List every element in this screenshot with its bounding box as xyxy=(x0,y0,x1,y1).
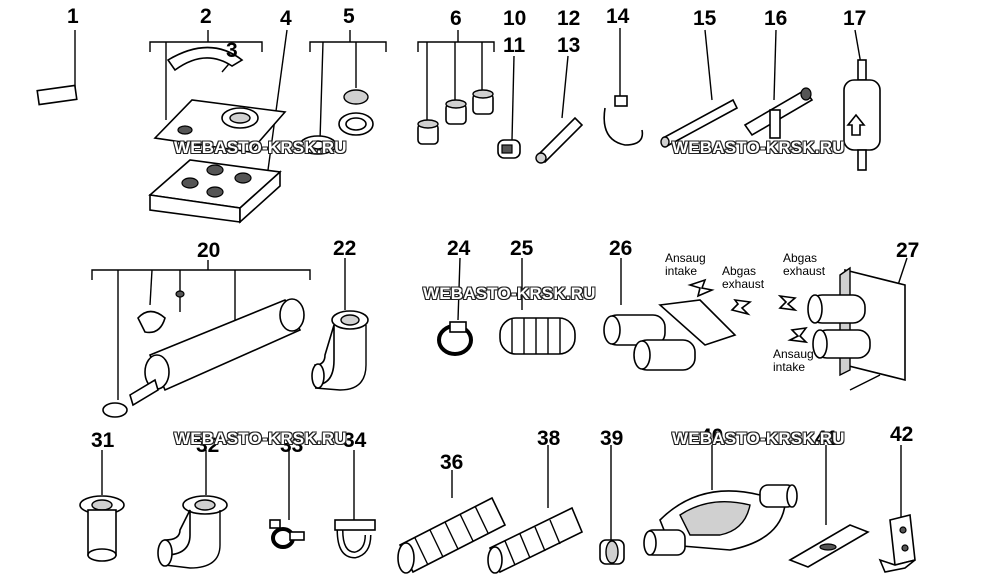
watermark: WEBASTO-KRSK.RU xyxy=(672,429,845,448)
abgas-label-26: Abgas xyxy=(722,264,757,278)
part-number-40: 40 xyxy=(700,425,724,448)
t-piece xyxy=(743,87,814,139)
part-number-1: 1 xyxy=(67,5,79,28)
flexible-exhaust-pipe xyxy=(397,496,507,574)
short-tube xyxy=(535,116,584,164)
part-number-14: 14 xyxy=(606,5,630,28)
part-number-24: 24 xyxy=(447,237,471,260)
part-number-20: 20 xyxy=(197,239,221,262)
hose-clamp xyxy=(437,321,473,356)
leader-lines xyxy=(74,28,908,540)
part-number-22: 22 xyxy=(333,237,357,260)
watermark: WEBASTO-KRSK.RU xyxy=(174,429,347,448)
part-number-36: 36 xyxy=(440,451,464,474)
part-number-42: 42 xyxy=(890,423,914,446)
caps xyxy=(417,89,494,145)
exhaust-label-26: exhaust xyxy=(722,277,765,291)
intake-exhaust-connector xyxy=(603,278,753,371)
part-number-4: 4 xyxy=(280,7,292,30)
part-number-27: 27 xyxy=(896,239,920,262)
part-number-39: 39 xyxy=(600,427,624,450)
part-number-16: 16 xyxy=(764,7,788,30)
cable-clip xyxy=(269,519,305,549)
part-number-32: 32 xyxy=(196,434,220,457)
abgas-label-27: Abgas xyxy=(783,251,818,265)
mounting-plate-assembly xyxy=(148,46,287,224)
flange-connector xyxy=(79,495,125,562)
flexible-hose xyxy=(499,317,576,355)
intake-label-27: intake xyxy=(773,360,806,374)
flexible-intake-pipe xyxy=(487,506,584,574)
ansaug-label-27: Ansaug xyxy=(773,347,814,361)
watermark: WEBASTO-KRSK.RU xyxy=(423,284,596,303)
ansaug-label-26: Ansaug xyxy=(665,251,706,265)
exhaust-silencer xyxy=(643,484,798,556)
part-number-15: 15 xyxy=(693,7,717,30)
part-number-6: 6 xyxy=(450,7,462,30)
elbow-connector xyxy=(311,310,369,391)
intake-label-26: intake xyxy=(665,264,698,278)
small-clamp xyxy=(497,139,521,159)
intake-silencer-assembly xyxy=(102,290,305,418)
elbow-flange xyxy=(157,495,228,569)
part-number-5: 5 xyxy=(343,5,355,28)
mounting-strap xyxy=(788,524,870,568)
exhaust-label-27: exhaust xyxy=(783,264,826,278)
part-number-10: 10 xyxy=(503,7,527,30)
end-sleeve xyxy=(599,539,625,565)
angle-bracket xyxy=(878,514,916,573)
gaskets xyxy=(299,89,374,155)
fuel-filter xyxy=(843,59,881,171)
part-number-41: 41 xyxy=(815,427,839,450)
part-number-12: 12 xyxy=(557,7,581,30)
part-number-3: 3 xyxy=(226,39,238,62)
pipe-clip xyxy=(603,95,644,146)
part-number-25: 25 xyxy=(510,237,534,260)
part-number-31: 31 xyxy=(91,429,115,452)
wall-feedthrough xyxy=(777,266,906,391)
pipe-clamp xyxy=(334,519,376,559)
watermark: WEBASTO-KRSK.RU xyxy=(672,138,845,157)
part-number-11: 11 xyxy=(503,34,526,57)
hose-clamp-band xyxy=(36,84,131,187)
part-number-38: 38 xyxy=(537,427,561,450)
part-number-17: 17 xyxy=(843,7,867,30)
fuel-pipe xyxy=(660,98,739,148)
part-number-34: 34 xyxy=(343,429,367,452)
part-number-26: 26 xyxy=(609,237,633,260)
part-number-2: 2 xyxy=(200,5,212,28)
part-number-13: 13 xyxy=(557,34,581,57)
watermark: WEBASTO-KRSK.RU xyxy=(174,138,347,157)
part-number-33: 33 xyxy=(280,434,304,457)
